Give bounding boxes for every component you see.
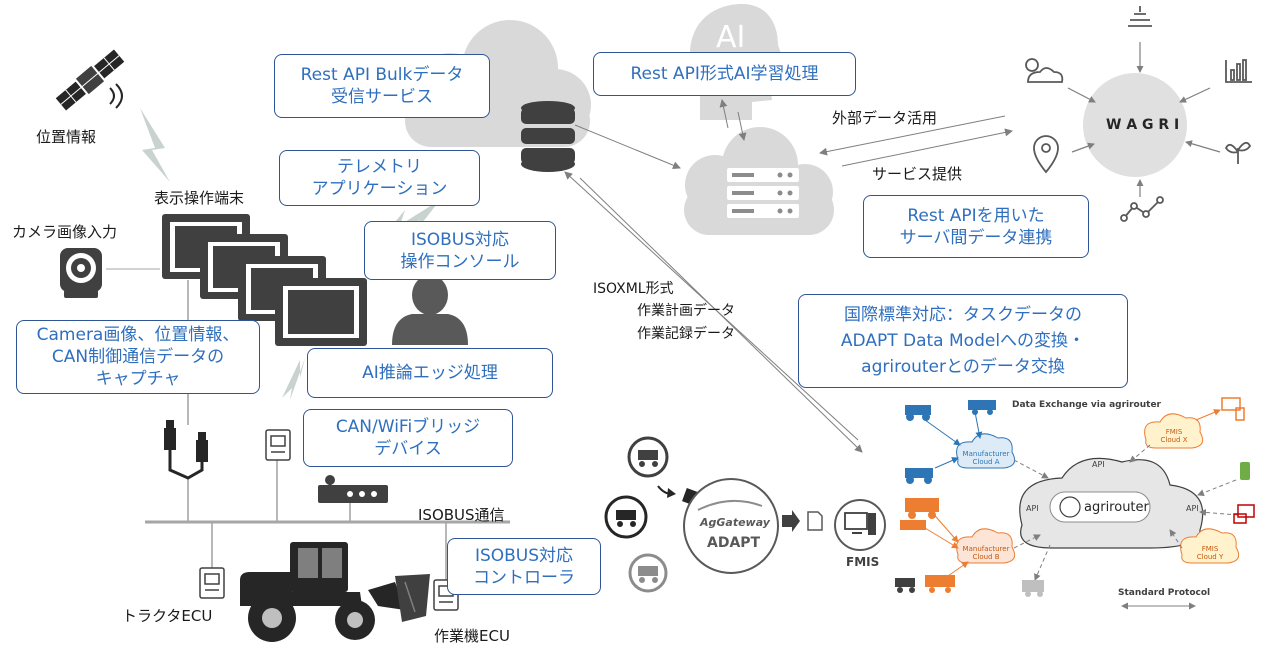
fmis-label: FMIS — [846, 555, 880, 569]
wagri-hub — [1067, 42, 1221, 197]
isobus-comm-label: ISOBUS通信 — [418, 506, 505, 524]
display-terminal-label: 表示操作端末 — [154, 189, 245, 207]
bridge-device-box: CAN/WiFiブリッジデバイス — [303, 409, 513, 467]
agrirouter-ecosystem — [895, 397, 1255, 610]
telemetry-app-box: テレメトリアプリケーション — [279, 150, 480, 206]
api-label-right: API — [1186, 504, 1199, 513]
agrirouter-logo: agrirouter — [1084, 500, 1149, 515]
camera-icon — [60, 248, 160, 298]
location-pin-icon — [1033, 135, 1059, 174]
bus-wires — [145, 280, 510, 580]
gps-label: 位置情報 — [36, 128, 97, 146]
work-record-label: 作業記録データ — [637, 326, 735, 342]
implement-ecu-label: 作業機ECU — [434, 627, 510, 645]
bulk-service-box: Rest API Bulkデータ受信サービス — [274, 54, 490, 118]
service-label: サービス提供 — [872, 165, 963, 183]
server-link-box: Rest APIを用いたサーバ間データ連携 — [863, 195, 1089, 258]
isobus-console-box: ISOBUS対応操作コンソール — [364, 221, 556, 280]
capture-box: Camera画像、位置情報、CAN制御通信データのキャプチャ — [16, 320, 260, 394]
camera-input-label: カメラ画像入力 — [12, 223, 118, 241]
server-arrows — [564, 99, 1013, 453]
ai-edge-box: AI推論エッジ処理 — [307, 348, 553, 398]
bridge-chip-icon — [265, 429, 291, 461]
cable-connector-icon — [164, 420, 208, 480]
tractor-icon — [240, 542, 430, 642]
standard-protocol-label: Standard Protocol — [1118, 588, 1211, 598]
agrirouter-header: Data Exchange via agrirouter — [1012, 400, 1161, 410]
work-plan-label: 作業計画データ — [637, 303, 735, 319]
display-terminals — [162, 214, 367, 346]
isobus-controller-box: ISOBUS対応コントローラ — [447, 538, 601, 595]
joystick-controller-icon — [318, 475, 388, 503]
ai-label: AI — [716, 20, 746, 55]
weather-icon — [1025, 58, 1064, 83]
api-label-top: API — [1092, 460, 1105, 469]
bar-chart-icon — [1225, 59, 1252, 83]
line-graph-icon — [1120, 196, 1164, 222]
ai-learning-box: Rest API形式AI学習処理 — [593, 52, 856, 96]
isoxml-label: ISOXML形式 — [593, 281, 674, 297]
temple-icon — [1128, 6, 1152, 27]
signal-waves-icon — [109, 83, 123, 109]
tractor-ecu-chip-icon — [199, 567, 225, 599]
aggateway-label: AgGateway — [700, 516, 770, 529]
tractor-ecu-label: トラクタECU — [122, 607, 213, 625]
server-cloud-icon — [684, 127, 834, 235]
operator-person-icon — [392, 275, 468, 345]
external-data-label: 外部データ活用 — [832, 109, 938, 127]
satellite-icon — [55, 49, 125, 111]
api-label-left: API — [1026, 504, 1039, 513]
wagri-label: W A G R I — [1106, 117, 1180, 133]
adapt-inputs — [604, 436, 886, 593]
adapt-label: ADAPT — [707, 535, 761, 551]
sprout-icon — [1224, 141, 1252, 164]
database-icon — [521, 101, 575, 172]
